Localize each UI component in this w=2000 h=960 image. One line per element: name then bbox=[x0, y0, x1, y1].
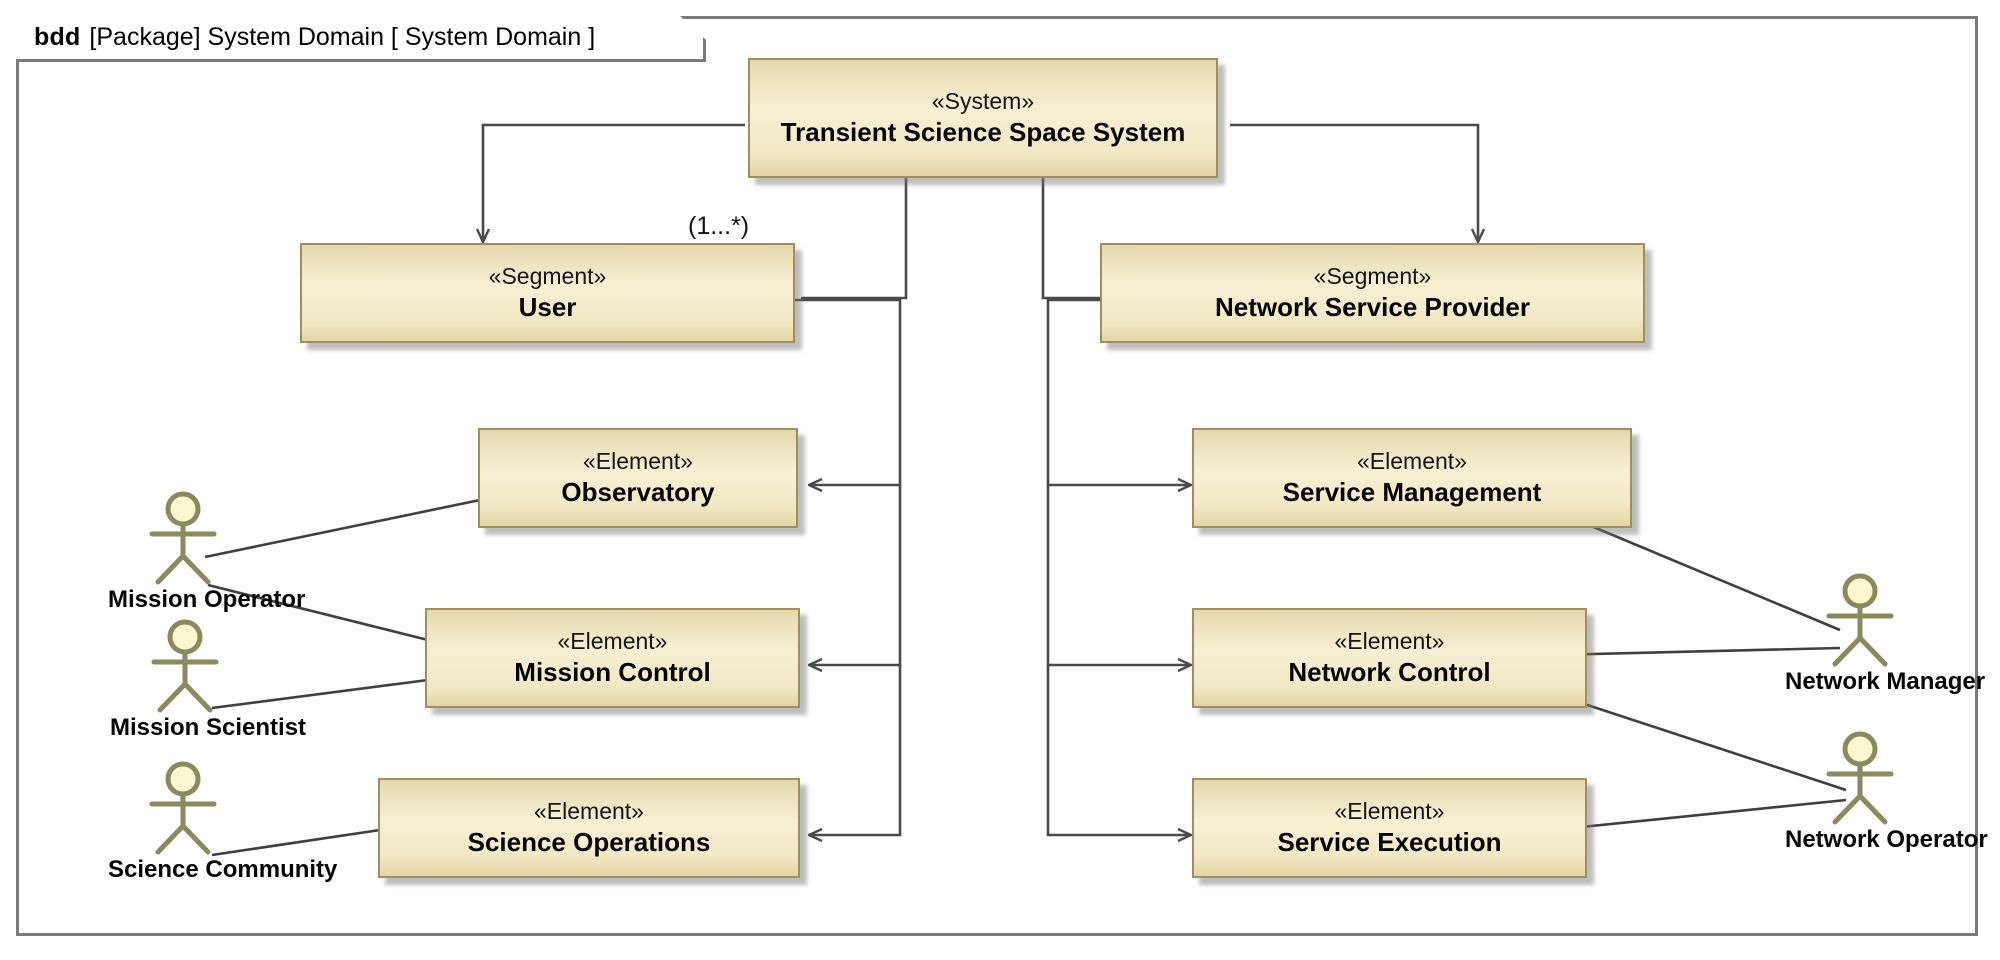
diagram-frame-header: bdd [Package] System Domain [ System Dom… bbox=[16, 16, 706, 62]
block-name: Network Control bbox=[1288, 656, 1491, 687]
actor-icon bbox=[1826, 573, 1894, 667]
block-name: Service Execution bbox=[1277, 826, 1502, 857]
diagram-kind-label: bdd bbox=[34, 23, 81, 51]
actor-network-manager[interactable]: Network Manager bbox=[1785, 572, 1986, 696]
block-stereotype: «Segment» bbox=[1313, 263, 1432, 290]
block-observatory[interactable]: «Element» Observatory bbox=[478, 428, 798, 528]
block-system[interactable]: «System» Transient Science Space System bbox=[748, 58, 1218, 178]
block-science-operations[interactable]: «Element» Science Operations bbox=[378, 778, 800, 878]
block-name: Transient Science Space System bbox=[780, 116, 1186, 147]
block-name: Mission Control bbox=[514, 656, 711, 687]
actor-mission-operator[interactable]: Mission Operator bbox=[108, 490, 306, 614]
block-user[interactable]: «Segment» User bbox=[300, 243, 795, 343]
actor-icon bbox=[151, 619, 219, 713]
block-stereotype: «Element» bbox=[583, 448, 693, 475]
multiplicity-label: (1...*) bbox=[688, 212, 750, 240]
block-name: Science Operations bbox=[467, 826, 711, 857]
block-service-execution[interactable]: «Element» Service Execution bbox=[1192, 778, 1587, 878]
actor-science-community[interactable]: Science Community bbox=[108, 760, 338, 884]
block-mission-control[interactable]: «Element» Mission Control bbox=[425, 608, 800, 708]
block-stereotype: «Element» bbox=[534, 798, 644, 825]
block-name: Service Management bbox=[1282, 476, 1542, 507]
block-stereotype: «System» bbox=[931, 88, 1035, 115]
block-stereotype: «Element» bbox=[557, 628, 668, 655]
actor-label: Network Operator bbox=[1785, 826, 1988, 853]
actor-mission-scientist[interactable]: Mission Scientist bbox=[110, 618, 307, 742]
block-network-service-provider[interactable]: «Segment» Network Service Provider bbox=[1100, 243, 1645, 343]
actor-label: Network Manager bbox=[1785, 668, 1986, 695]
actor-network-operator[interactable]: Network Operator bbox=[1785, 730, 1988, 854]
block-stereotype: «Element» bbox=[1357, 448, 1467, 475]
actor-icon bbox=[1826, 731, 1894, 825]
block-network-control[interactable]: «Element» Network Control bbox=[1192, 608, 1587, 708]
diagram-title-label: [Package] System Domain [ System Domain … bbox=[89, 23, 596, 51]
block-name: Observatory bbox=[561, 476, 715, 507]
actor-label: Mission Operator bbox=[108, 586, 306, 613]
actor-label: Science Community bbox=[108, 856, 338, 883]
block-service-management[interactable]: «Element» Service Management bbox=[1192, 428, 1632, 528]
block-stereotype: «Element» bbox=[1334, 628, 1445, 655]
block-name: User bbox=[518, 291, 577, 322]
actor-icon bbox=[149, 761, 217, 855]
block-stereotype: «Segment» bbox=[488, 263, 607, 290]
block-stereotype: «Element» bbox=[1334, 798, 1445, 825]
block-name: Network Service Provider bbox=[1214, 291, 1531, 322]
actor-label: Mission Scientist bbox=[110, 714, 307, 741]
actor-icon bbox=[149, 491, 217, 585]
